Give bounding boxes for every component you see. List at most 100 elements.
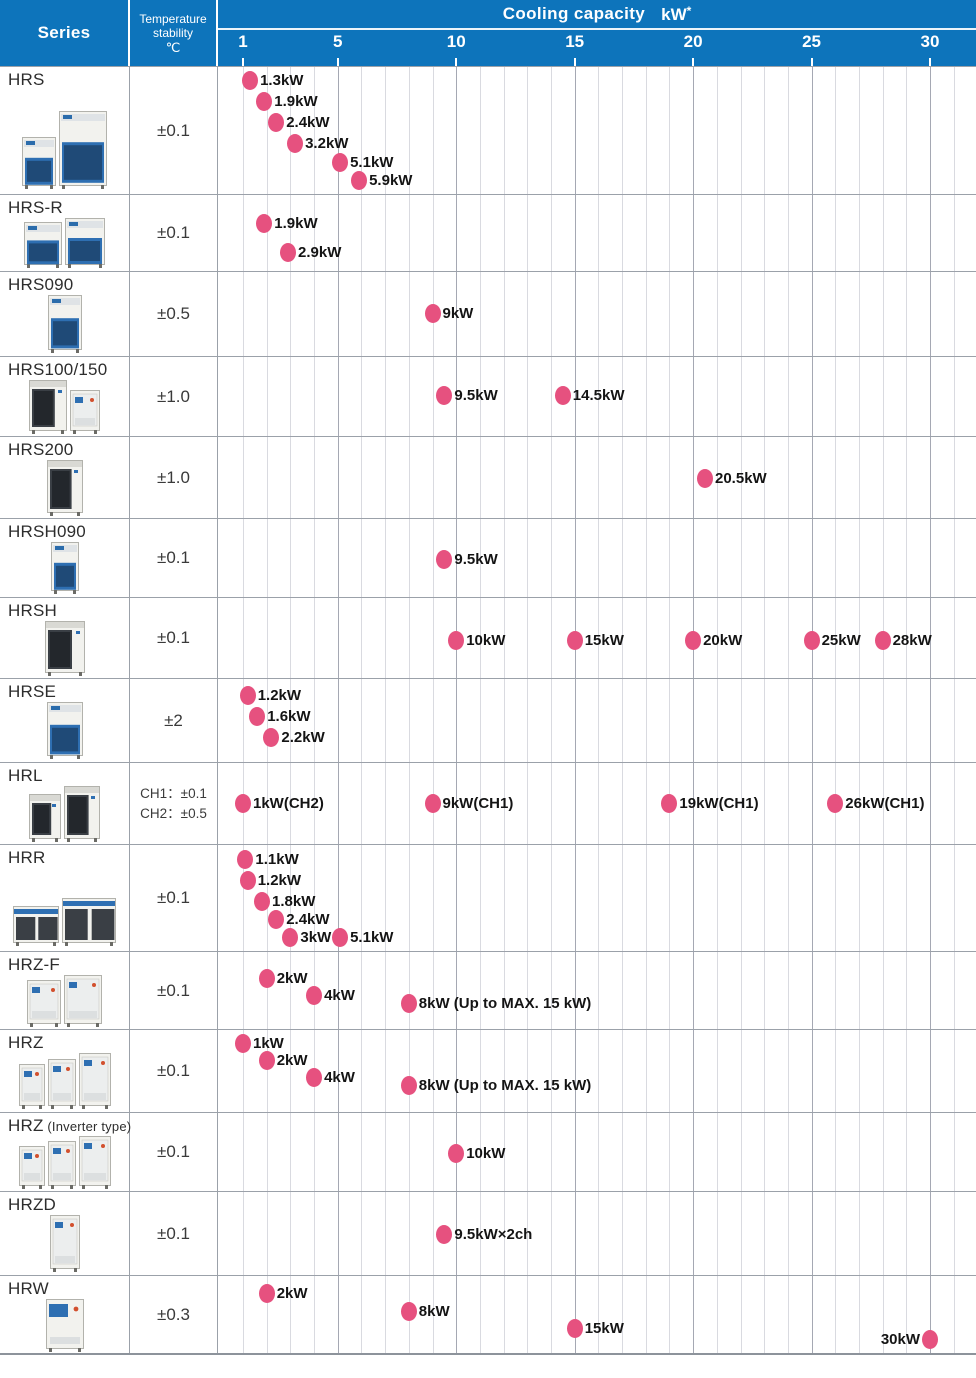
series-cell: HRS090	[0, 272, 130, 356]
gridline-minor-2	[266, 272, 268, 356]
gridline-minor-1	[243, 357, 244, 436]
gridline-major-30	[930, 1276, 931, 1353]
gridline-minor-28	[882, 519, 884, 597]
capacity-label-2kw: 2kW	[276, 969, 308, 987]
axis-tick-label-15: 15	[565, 32, 585, 51]
gridline-minor-9	[432, 519, 434, 597]
capacity-dot-1.2kw	[239, 870, 256, 890]
gridline-major-25	[811, 1030, 813, 1112]
gridline-minor-3	[290, 357, 292, 436]
gridline-minor-6	[361, 437, 363, 518]
gridline-minor-11	[479, 519, 481, 597]
gridline-minor-7	[385, 357, 387, 436]
gridline-minor-13	[527, 437, 529, 518]
product-image-hrs200	[0, 460, 129, 521]
series-name: HRZ (Inverter type)	[8, 1116, 132, 1135]
gridline-major-30	[930, 357, 931, 436]
gridline-minor-8	[408, 67, 410, 194]
gridline-minor-9	[432, 1192, 434, 1275]
gridline-major-5	[337, 1113, 339, 1191]
gridline-minor-28	[882, 1113, 884, 1191]
series-cell: HRS	[0, 67, 130, 194]
capacity-dot-3kw	[282, 927, 299, 947]
gridline-minor-31	[953, 67, 955, 194]
gridline-minor-28	[882, 437, 884, 518]
gridline-minor-28	[882, 845, 884, 951]
gridline-minor-16	[598, 679, 600, 762]
gridline-minor-14	[551, 1192, 552, 1275]
gridline-major-10	[456, 845, 458, 951]
series-name: HRS-R	[8, 198, 63, 217]
gridline-minor-31	[953, 1113, 955, 1191]
temperature-stability-value: ±0.1	[130, 1192, 218, 1275]
capacity-dot-25kw	[803, 630, 820, 650]
gridline-major-30	[930, 1113, 931, 1191]
gridline-minor-3	[290, 437, 292, 518]
capacity-label-2.2kw: 2.2kW	[281, 728, 325, 746]
product-image-hrs100-150	[0, 380, 129, 439]
gridline-minor-11	[479, 67, 481, 194]
gridline-major-20	[693, 952, 695, 1029]
capacity-label-4kw: 4kW	[324, 1068, 355, 1086]
capacity-dot-28kw	[874, 630, 891, 650]
gridline-minor-14	[551, 195, 552, 271]
gridline-minor-13	[527, 195, 529, 271]
gridline-minor-12	[503, 1113, 505, 1191]
gridline-minor-18	[645, 519, 647, 597]
series-name-suffix: (Inverter type)	[43, 1119, 132, 1134]
gridline-minor-17	[622, 1030, 623, 1112]
capacity-dot-8kw	[400, 1075, 417, 1095]
gridline-minor-7	[385, 67, 387, 194]
gridline-minor-27	[858, 598, 860, 678]
gridline-minor-22	[740, 519, 742, 597]
axis-tick-label-10: 10	[446, 32, 466, 51]
gridline-major-25	[811, 845, 813, 951]
gridline-minor-27	[858, 952, 860, 1029]
gridline-major-5	[337, 195, 339, 271]
gridline-minor-6	[361, 1192, 363, 1275]
product-image-hrr-svg	[13, 898, 116, 946]
gridline-minor-18	[645, 679, 647, 762]
gridline-minor-24	[787, 1030, 789, 1112]
gridline-minor-1	[243, 679, 244, 762]
gridline-minor-18	[645, 437, 647, 518]
gridline-minor-26	[835, 1276, 837, 1353]
capacity-label-28kw: 28kW	[892, 631, 932, 649]
gridline-major-25	[811, 1113, 813, 1191]
series-name: HRSH090	[8, 522, 86, 541]
gridline-minor-21	[716, 952, 718, 1029]
series-cell: HRS100/150	[0, 357, 130, 436]
gridline-minor-4	[314, 1276, 316, 1353]
gridline-minor-13	[527, 1113, 529, 1191]
gridline-minor-31	[953, 1030, 955, 1112]
gridline-minor-1	[243, 437, 244, 518]
gridline-minor-24	[787, 1276, 789, 1353]
gridline-minor-8	[408, 1030, 410, 1112]
gridline-minor-6	[361, 763, 363, 844]
capacity-label-9.5kw: 9.5kW	[454, 550, 498, 568]
capacity-plot-area: 9kW	[218, 272, 976, 356]
gridline-minor-26	[835, 1030, 837, 1112]
gridline-minor-21	[716, 1113, 718, 1191]
gridline-minor-14	[551, 437, 552, 518]
temperature-stability-value: ±0.3	[130, 1276, 218, 1353]
series-name: HRS	[8, 70, 45, 89]
gridline-major-15	[574, 519, 576, 597]
capacity-dot-1.8kw	[254, 891, 270, 911]
gridline-minor-19	[669, 519, 671, 597]
gridline-minor-6	[361, 1276, 363, 1353]
gridline-minor-16	[598, 952, 600, 1029]
gridline-major-5	[337, 763, 339, 844]
gridline-minor-4	[314, 679, 316, 762]
gridline-minor-4	[314, 1192, 316, 1275]
gridline-minor-26	[835, 437, 837, 518]
gridline-minor-1	[243, 598, 244, 678]
gridline-minor-14	[551, 272, 552, 356]
capacity-dot-20.5kw	[697, 468, 713, 488]
gridline-minor-18	[645, 357, 647, 436]
gridline-minor-27	[858, 1276, 860, 1353]
gridline-minor-12	[503, 763, 505, 844]
